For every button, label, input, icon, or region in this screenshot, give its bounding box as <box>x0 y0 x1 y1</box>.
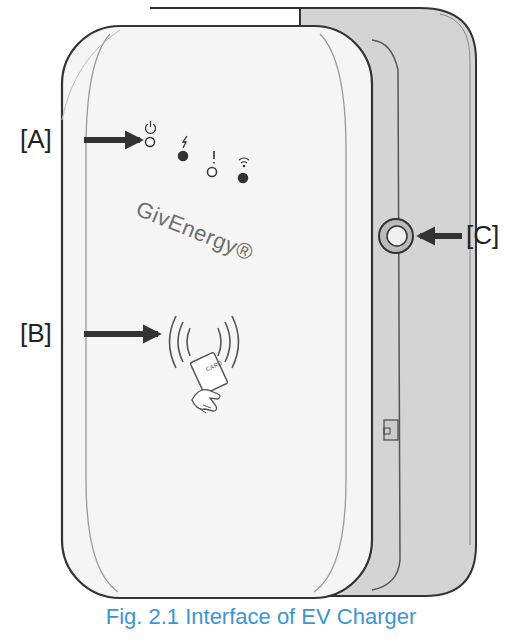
leader-arrow <box>84 137 140 143</box>
side-detail <box>384 420 398 440</box>
front-bevel <box>62 30 120 120</box>
leader-arrow <box>420 233 462 239</box>
callout-label: [A] <box>20 124 52 155</box>
front-cover <box>62 26 372 598</box>
side-button <box>387 226 407 246</box>
callout-label: [B] <box>20 318 52 349</box>
side-button <box>379 219 413 253</box>
front-bevel <box>86 34 118 592</box>
leader-arrow <box>84 331 158 337</box>
housing-edge <box>440 14 470 545</box>
figure-caption: Fig. 2.1 Interface of EV Charger <box>106 604 417 630</box>
rfid-card <box>190 352 228 413</box>
housing-edge <box>372 40 400 590</box>
front-bevel <box>314 34 346 592</box>
side-detail <box>384 428 390 434</box>
callout-label: [C] <box>466 220 499 251</box>
status-leds <box>146 121 250 183</box>
